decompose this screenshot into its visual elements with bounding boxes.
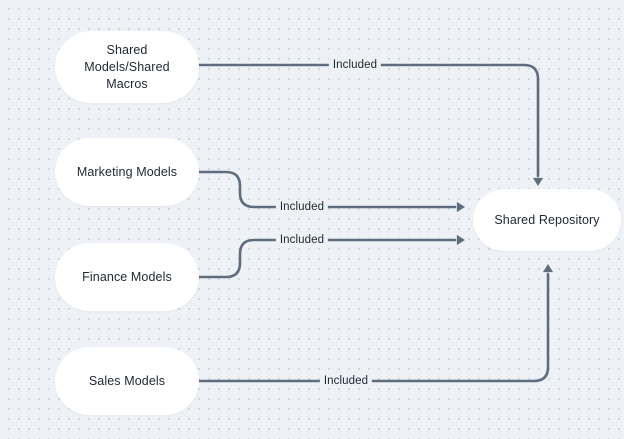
edge-label: Included xyxy=(328,58,382,72)
edge-arrowhead xyxy=(456,201,465,213)
node-label: Marketing Models xyxy=(76,164,178,179)
node-label: Finance Models xyxy=(82,269,172,284)
node-shared-repository[interactable]: Shared Repository xyxy=(473,189,621,251)
node-marketing-models[interactable]: Marketing Models xyxy=(55,138,199,206)
node-finance-models[interactable]: Finance Models xyxy=(55,243,199,311)
node-label: Shared Models/Shared Macros xyxy=(84,42,170,91)
edge-label: Included xyxy=(275,233,329,247)
edge-arrowhead xyxy=(532,177,544,186)
node-sales-models[interactable]: Sales Models xyxy=(55,347,199,415)
edge-path xyxy=(197,63,540,178)
node-label: Shared Repository xyxy=(494,212,600,227)
node-label: Sales Models xyxy=(88,373,166,388)
edge-label: Included xyxy=(319,374,373,388)
edge-path xyxy=(197,272,550,383)
edge-arrowhead xyxy=(542,264,554,273)
node-shared-models-shared-macros[interactable]: Shared Models/Shared Macros xyxy=(55,31,199,103)
edge-label: Included xyxy=(275,200,329,214)
edge-arrowhead xyxy=(456,234,465,246)
